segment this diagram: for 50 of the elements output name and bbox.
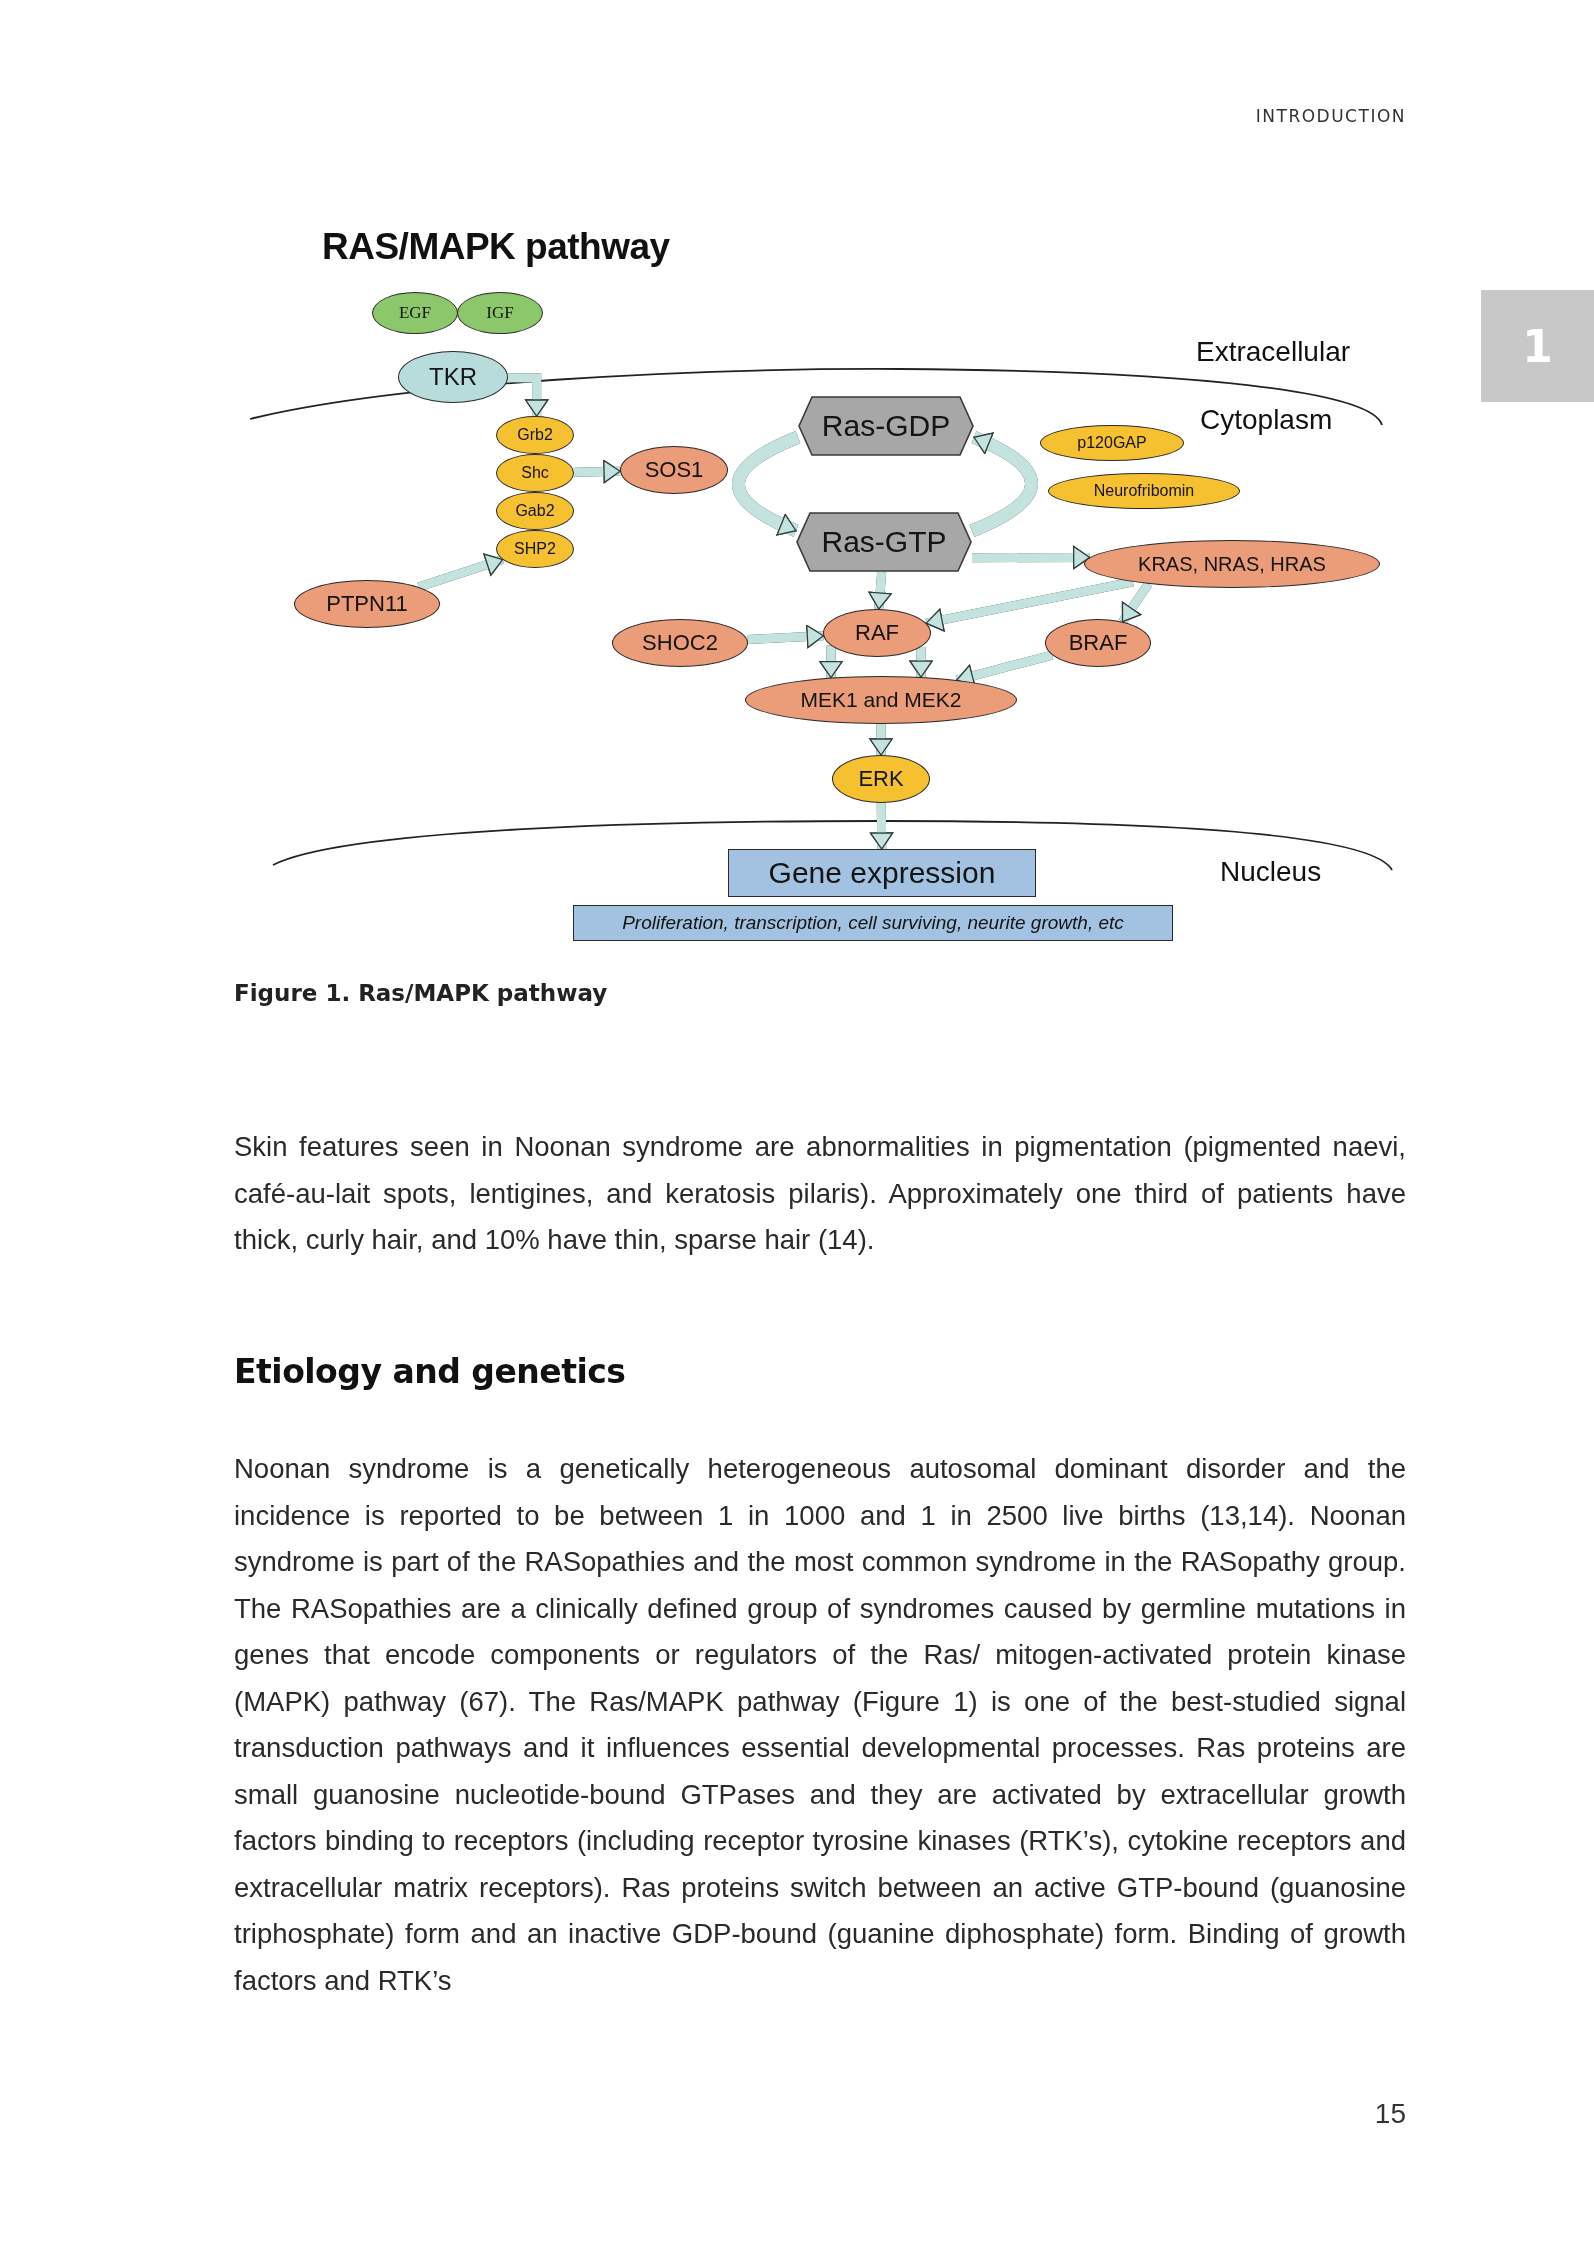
arrow <box>732 431 801 537</box>
node-label: Gab2 <box>515 502 555 520</box>
protein-ellipse <box>823 609 931 657</box>
arrow <box>909 646 933 678</box>
node-label: TKR <box>429 363 477 391</box>
node-label: PTPN11 <box>326 591 408 617</box>
region-label: Cytoplasm <box>1200 404 1333 436</box>
node-label: Grb2 <box>517 426 553 444</box>
label-box <box>728 849 1036 897</box>
ras-hexagon <box>798 396 974 456</box>
node-label: Ras-GTP <box>821 525 947 559</box>
arrow <box>972 545 1091 570</box>
node-label: IGF <box>486 303 514 323</box>
page-number: 15 <box>1373 2098 1406 2130</box>
arrow <box>869 724 893 756</box>
arrow <box>507 373 549 417</box>
node-label: Neurofribomin <box>1093 482 1195 500</box>
arrow <box>925 577 1134 632</box>
arrow <box>869 802 894 850</box>
node-label: RAF <box>855 620 899 646</box>
node-label: Gene expression <box>768 856 996 890</box>
section-heading: Etiology and genetics <box>234 1352 627 1391</box>
running-header: INTRODUCTION <box>1254 106 1406 126</box>
label-box <box>573 905 1173 941</box>
node-label: Ras-GDP <box>821 409 951 443</box>
node-label: EGF <box>398 303 432 323</box>
node-label: KRAS, NRAS, HRAS <box>1138 552 1326 576</box>
arrow <box>573 459 621 484</box>
figure-caption: Figure 1. Ras/MAPK pathway <box>234 980 608 1006</box>
arrow <box>1118 581 1153 625</box>
region-label: Nucleus <box>1220 856 1322 888</box>
node-label: ERK <box>858 766 904 792</box>
protein-ellipse <box>496 530 574 568</box>
node-label: p120GAP <box>1077 434 1147 452</box>
node-label: BRAF <box>1068 630 1128 656</box>
arrow <box>417 553 505 592</box>
node-label: MEK1 and MEK2 <box>800 688 962 712</box>
node-label: Proliferation, transcription, cell surviving, neurite growth, etc <box>622 912 1124 934</box>
body-paragraph: Noonan syndrome is a genetically heterogeneous autosomal dominant disorder and the incidence is reported to be between 1 in 1000 and 1 in 2500 live births (13,14). Noonan syndrome is part of the RASopathies and the most common syndrome in the RASopathy group. The RASopathies are a clinically defined group of syndromes caused by germline mutations in genes that encode components or regulators of the Ras/ mitogen-activated protein kinase (MAPK) pathway (67). The Ras/MAPK pathway (Figure 1) is one of the best-studied signal transduction pathways and it influences essential developmental processes. Ras proteins are small guanosine nucleotide-bound GTPases and they are activated by extracellular growth factors binding to receptors (including receptor tyrosine kinases (RTK’s), cytokine receptors and extracellular matrix receptors). Ras proteins switch between an active GTP-bound (guanosine triphosphate) form and an inactive GDP-bound (guanine diphosphate) form. Binding of growth factors and RTK’s <box>234 1452 1406 1998</box>
arrow <box>868 571 892 610</box>
node-label: SHP2 <box>514 540 556 558</box>
region-label: Extracellular <box>1196 336 1351 368</box>
ras-hexagon <box>796 512 972 572</box>
diagram-title: RAS/MAPK pathway <box>322 226 670 268</box>
node-label: SHOC2 <box>642 630 718 656</box>
arrow <box>969 431 1038 537</box>
body-paragraph: Skin features seen in Noonan syndrome are abnormalities in pigmentation (pigmented naevi, café-au-lait spots, lentigines, and keratosis pilaris). Approximately one third of patients have thick, curly hair, and 10% have thin, sparse hair (14). <box>234 1130 1406 1257</box>
arrow <box>747 624 824 649</box>
node-label: SOS1 <box>644 457 704 483</box>
node-label: Shc <box>521 464 549 482</box>
